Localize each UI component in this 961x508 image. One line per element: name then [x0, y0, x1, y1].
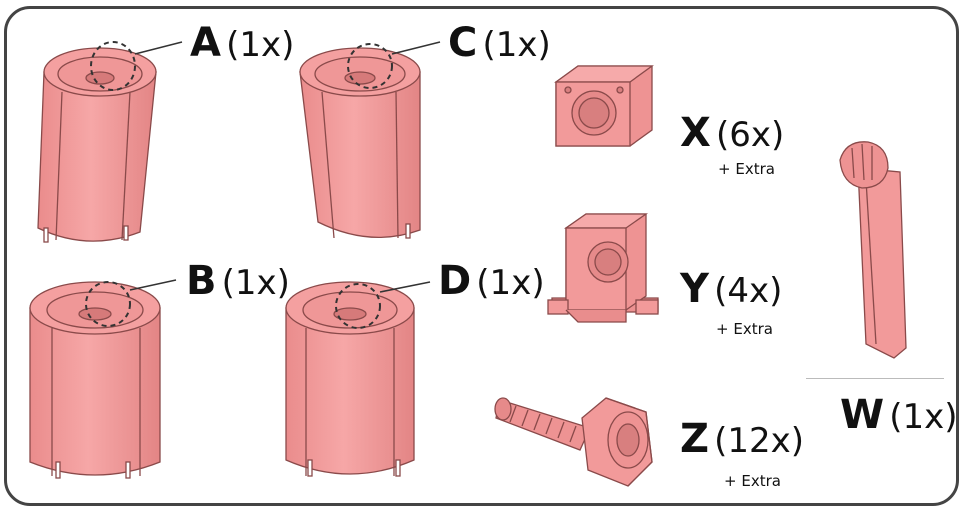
part-quantity: (1x) — [226, 25, 295, 65]
part-letter: W — [840, 392, 885, 438]
part-letter: B — [186, 258, 217, 304]
label-part-b: B (1x) — [186, 258, 290, 304]
part-y-extra: + Extra — [716, 320, 773, 338]
part-x-bracket — [554, 65, 654, 147]
part-letter: Y — [680, 266, 709, 312]
part-quantity: (1x) — [476, 263, 545, 303]
label-part-z: Z (12x) — [680, 416, 804, 462]
part-quantity: (1x) — [889, 397, 958, 437]
part-quantity: (4x) — [714, 271, 783, 311]
part-letter: A — [190, 20, 221, 66]
part-letter: Z — [680, 416, 710, 462]
part-x-extra: + Extra — [718, 160, 775, 178]
label-part-d: D (1x) — [438, 258, 545, 304]
part-a-cylinder — [37, 41, 183, 243]
label-part-a: A (1x) — [190, 20, 294, 66]
parts-panel-frame — [4, 6, 959, 506]
label-part-y: Y (4x) — [680, 266, 782, 312]
label-part-w: W (1x) — [840, 392, 958, 438]
part-quantity: (1x) — [221, 263, 290, 303]
part-letter: X — [680, 110, 711, 156]
divider-line — [806, 378, 944, 379]
part-quantity: (12x) — [714, 421, 805, 461]
part-quantity: (6x) — [715, 115, 785, 155]
part-quantity: (1x) — [482, 25, 551, 65]
part-letter: D — [438, 258, 472, 304]
label-part-c: C (1x) — [448, 20, 551, 66]
part-b-cylinder — [29, 279, 177, 479]
part-c-cylinder — [299, 41, 441, 239]
part-w-handle — [839, 141, 907, 359]
part-letter: C — [448, 20, 478, 66]
part-z-screw-knob — [494, 397, 653, 487]
part-z-extra: + Extra — [724, 472, 781, 490]
part-y-bracket — [547, 213, 659, 323]
part-d-cylinder — [285, 281, 431, 477]
label-part-x: X (6x) — [680, 110, 784, 156]
